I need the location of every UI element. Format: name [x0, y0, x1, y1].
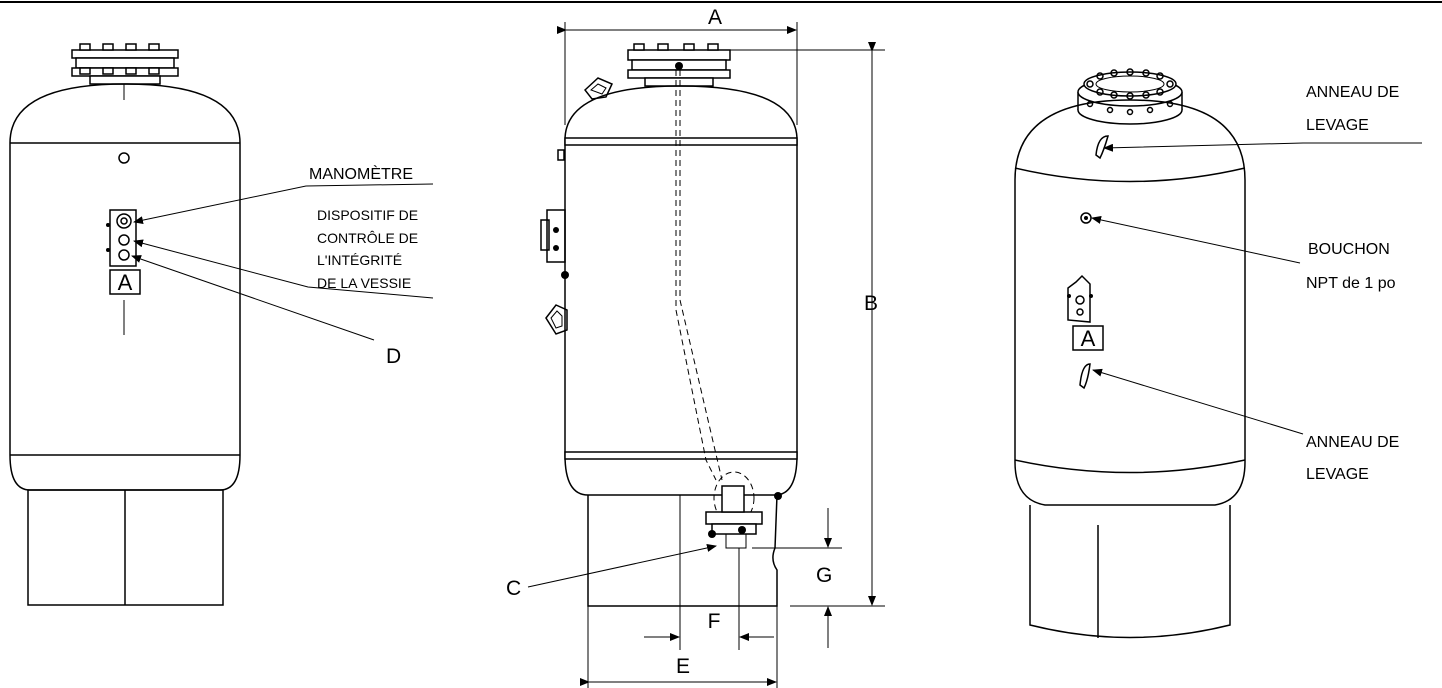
right-instrument-bracket — [1067, 274, 1093, 323]
label-plug-line2: NPT de 1 po — [1306, 275, 1396, 292]
port-d-icon — [118, 249, 130, 261]
left-tank-body — [9, 83, 241, 491]
right-skirt — [1029, 505, 1231, 639]
label-bladder-line4: DE LA VESSIE — [317, 275, 411, 291]
leader-c — [527, 544, 717, 588]
leader-d — [131, 255, 375, 341]
label-lifting-ring-top-line1: ANNEAU DE — [1306, 84, 1399, 101]
left-plate-letter: A — [118, 270, 133, 295]
right-tank-view: A ANNEAU DE LEVAGE BOUCHON NPT de 1 po A… — [1014, 68, 1422, 639]
dim-b-label: B — [864, 292, 878, 315]
dim-g-label: G — [816, 564, 832, 587]
center-lifting-lug-side — [545, 304, 568, 335]
label-lifting-ring-top-line2: LEVAGE — [1306, 117, 1369, 134]
center-bottom-fitting — [705, 471, 782, 549]
label-bladder-line3: L'INTÉGRITÉ — [317, 252, 402, 268]
label-bladder-line2: CONTRÔLE DE — [317, 230, 418, 246]
center-skirt — [587, 494, 778, 607]
right-lifting-ring-bottom-icon — [1079, 363, 1091, 390]
label-bladder-line1: DISPOSITIF DE — [317, 207, 418, 223]
center-side-bracket — [540, 149, 569, 279]
label-lifting-ring-bottom-line2: LEVAGE — [1306, 466, 1369, 483]
label-plug-line1: BOUCHON — [1308, 241, 1390, 258]
label-d: D — [386, 345, 401, 368]
right-lifting-ring-top-icon — [1095, 135, 1109, 160]
label-lifting-ring-bottom-line1: ANNEAU DE — [1306, 434, 1399, 451]
leader-lifting-ring-top — [1103, 142, 1422, 152]
center-internal-dip-tube — [679, 70, 723, 481]
dim-e-label: E — [676, 655, 690, 678]
right-tank-body — [1014, 99, 1246, 506]
bladder-check-device-icon — [118, 234, 130, 246]
left-tank-view: A MANOMÈTRE DISPOSITIF DE CONTRÔLE DE L'… — [9, 43, 434, 606]
right-top-flange — [1077, 68, 1183, 125]
right-upper-seam — [1014, 167, 1246, 183]
dim-f-label: F — [708, 610, 721, 633]
dim-a-label: A — [708, 6, 722, 29]
center-upper-band — [564, 137, 798, 146]
leader-plug — [1091, 215, 1301, 264]
center-tank-body — [564, 85, 798, 496]
right-plate-letter: A — [1081, 326, 1096, 351]
center-tank-view: A — [506, 6, 885, 688]
leader-lifting-ring-bottom — [1092, 368, 1304, 435]
center-lower-band — [564, 451, 798, 460]
right-data-plate — [1072, 325, 1104, 351]
label-manometre: MANOMÈTRE — [309, 164, 413, 183]
left-top-flange — [71, 43, 179, 100]
center-lifting-lug-top — [583, 77, 614, 100]
left-data-plate — [109, 269, 141, 295]
leader-bladder — [133, 239, 434, 299]
dim-c-label: C — [506, 577, 521, 600]
left-instrument-bracket — [106, 209, 137, 267]
right-plug-icon — [1080, 212, 1092, 224]
right-lower-seam — [1014, 459, 1246, 474]
left-top-port — [118, 152, 130, 164]
center-top-flange — [627, 43, 731, 87]
leader-manometre — [133, 183, 434, 225]
manometre-gauge-icon — [116, 213, 132, 229]
